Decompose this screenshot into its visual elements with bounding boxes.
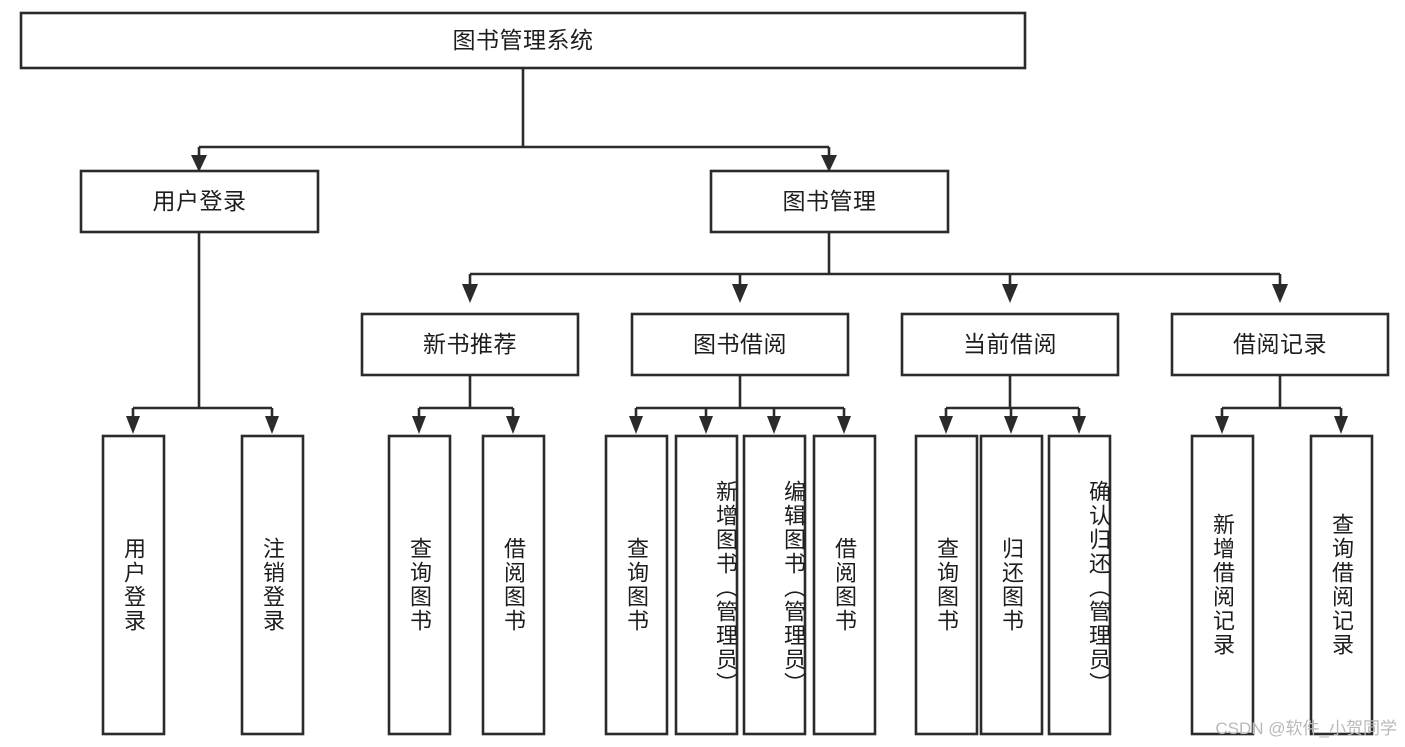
arrow-head-leaf-user-login	[126, 416, 140, 434]
arrow-head-borrow-record	[1272, 284, 1288, 303]
node-box-book-borrow[interactable]	[630, 312, 850, 377]
node-box-borrow-record[interactable]	[1170, 312, 1390, 377]
node-box-leaf-query-book-1[interactable]	[387, 434, 452, 736]
arrow-head-leaf-query-book-1	[412, 416, 426, 434]
arrow-head-user-login	[191, 155, 207, 172]
node-box-leaf-return-book[interactable]	[979, 434, 1044, 736]
node-box-leaf-borrow-book-1[interactable]	[481, 434, 546, 736]
node-box-leaf-borrow-book-2[interactable]	[812, 434, 877, 736]
node-box-user-login[interactable]	[79, 169, 320, 234]
arrow-head-leaf-borrow-book-2	[837, 416, 851, 434]
arrow-head-leaf-confirm-return	[1072, 416, 1086, 434]
node-box-new-book-recommend[interactable]	[360, 312, 580, 377]
arrow-head-book-management	[821, 155, 837, 172]
node-box-book-management[interactable]	[709, 169, 950, 234]
node-box-leaf-query-record[interactable]	[1309, 434, 1374, 736]
node-box-leaf-user-login[interactable]	[101, 434, 166, 736]
node-box-leaf-add-record[interactable]	[1190, 434, 1255, 736]
arrow-head-leaf-query-book-2	[629, 416, 643, 434]
arrow-head-book-borrow	[732, 284, 748, 303]
node-box-leaf-user-logout[interactable]	[240, 434, 305, 736]
arrow-head-current-borrow	[1002, 284, 1018, 303]
node-box-root[interactable]	[19, 11, 1027, 70]
watermark-text: CSDN @软件_小贺同学	[1215, 719, 1397, 738]
node-box-leaf-edit-book[interactable]	[742, 434, 807, 736]
node-box-leaf-query-book-3[interactable]	[914, 434, 979, 736]
arrow-head-leaf-return-book	[1004, 416, 1018, 434]
arrow-head-leaf-borrow-book-1	[506, 416, 520, 434]
arrow-head-leaf-query-record	[1334, 416, 1348, 434]
arrow-head-leaf-edit-book	[767, 416, 781, 434]
node-box-current-borrow[interactable]	[900, 312, 1120, 377]
arrow-head-leaf-add-book	[699, 416, 713, 434]
node-box-leaf-confirm-return[interactable]	[1047, 434, 1112, 736]
arrow-head-leaf-add-record	[1215, 416, 1229, 434]
node-box-leaf-add-book[interactable]	[674, 434, 739, 736]
arrow-head-leaf-user-logout	[265, 416, 279, 434]
arrow-head-leaf-query-book-3	[939, 416, 953, 434]
node-box-leaf-query-book-2[interactable]	[604, 434, 669, 736]
arrow-head-new-book-recommend	[462, 284, 478, 303]
